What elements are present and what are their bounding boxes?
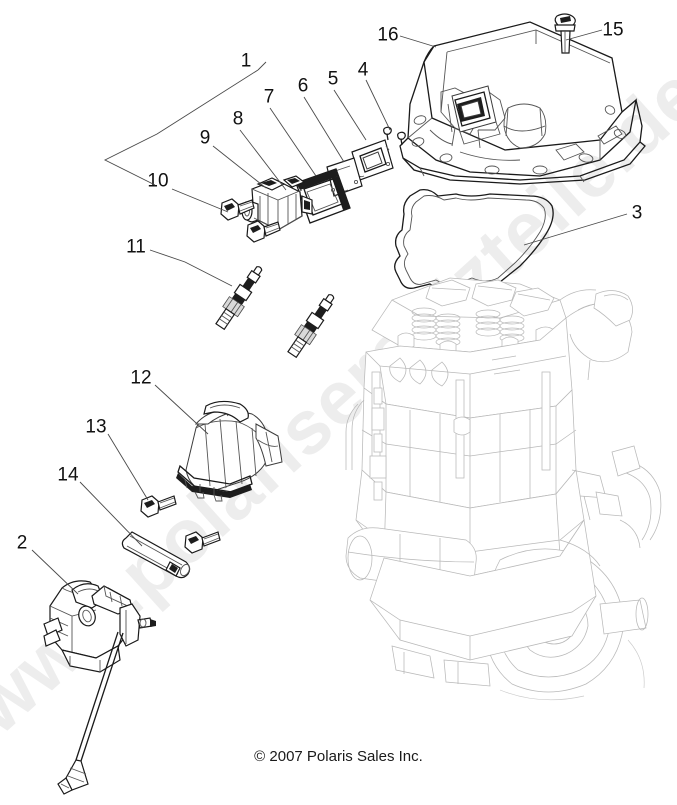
leader-5 [333,89,367,141]
callout-11[interactable]: 11 [126,236,146,258]
leader-14 [79,481,143,547]
callout-7[interactable]: 7 [263,86,275,108]
part-flange-bolt-manifold [140,495,221,554]
leader-15 [565,29,603,41]
callout-9[interactable]: 9 [199,127,211,149]
leader-6 [303,96,345,163]
part-intake-manifold-boot [176,400,283,502]
leader-1 [257,61,267,71]
callout-4[interactable]: 4 [357,59,369,81]
leader-10 [171,188,229,213]
leader-7 [269,107,317,177]
callout-14[interactable]: 14 [57,464,79,486]
leader-13 [107,433,149,501]
engine-assembly-background [345,277,662,701]
leader-12 [154,384,209,435]
callout-10[interactable]: 10 [147,170,169,192]
callout-1[interactable]: 1 [240,50,252,72]
callout-2[interactable]: 2 [16,532,28,554]
part-flange-bolt-valve-cover [554,13,576,54]
part-valve-cover [399,21,646,185]
callout-13[interactable]: 13 [85,416,107,438]
leader-9 [212,145,267,189]
callout-8[interactable]: 8 [232,108,244,130]
leader-11 [149,249,233,287]
leader-1-bracket [103,69,259,186]
callout-5[interactable]: 5 [327,68,339,90]
leader-4 [365,79,391,131]
leader-16 [399,35,437,48]
part-throttle-body-flange-gasket [295,168,351,224]
callout-3[interactable]: 3 [631,202,643,224]
callout-15[interactable]: 15 [602,19,624,41]
callout-12[interactable]: 12 [130,367,152,389]
leader-8 [239,129,287,191]
part-spark-plug-pair [215,266,335,359]
leader-3 [523,213,628,246]
leader-2 [31,549,79,595]
copyright-notice: © 2007 Polaris Sales Inc. [254,748,423,765]
part-coolant-pump-housing [43,580,156,795]
callout-16[interactable]: 16 [377,24,399,46]
callout-6[interactable]: 6 [297,75,309,97]
part-flange-bolt-pair [220,198,281,243]
